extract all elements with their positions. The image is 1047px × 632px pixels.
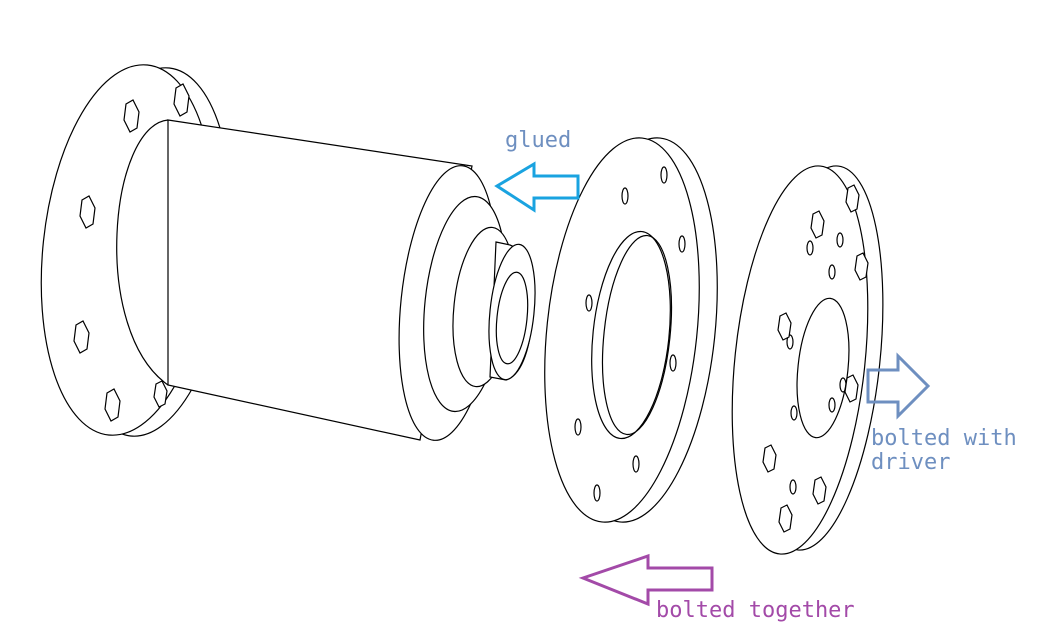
bolt-head xyxy=(778,504,793,533)
hole xyxy=(786,334,794,350)
housing-cylinder-back-edge xyxy=(116,119,169,386)
bolt-hole xyxy=(669,354,677,372)
bolt-head xyxy=(173,83,190,117)
bolt-head xyxy=(104,388,121,422)
bolt-hole xyxy=(574,418,582,436)
hole xyxy=(789,479,797,495)
driver-arrow-right xyxy=(866,352,931,420)
housing-bore xyxy=(495,271,529,365)
disc-bolt-heads xyxy=(762,184,869,533)
bolt-head xyxy=(762,444,777,473)
bolt-head xyxy=(777,312,792,341)
bolt-head xyxy=(153,380,168,408)
bolt-head xyxy=(854,252,869,281)
bolt-hole xyxy=(585,294,593,312)
bolt-hole xyxy=(632,455,640,473)
glued-arrow-left xyxy=(494,161,580,213)
bolt-head xyxy=(812,476,827,505)
housing-cylinder-body xyxy=(167,119,473,441)
ring-face xyxy=(544,137,700,523)
bolted-together-label: bolted together xyxy=(656,598,855,623)
bolt-hole xyxy=(621,187,629,205)
hole xyxy=(836,232,844,248)
bolt-head xyxy=(845,184,860,213)
housing-bolt-heads xyxy=(73,83,190,422)
ring-bolt-holes xyxy=(574,166,686,502)
hole xyxy=(828,264,836,280)
bolt-head xyxy=(79,195,96,229)
hole xyxy=(790,405,798,421)
hole xyxy=(806,240,814,256)
bolt-hole xyxy=(678,235,686,253)
bolt-head xyxy=(844,374,859,403)
hole xyxy=(828,397,836,413)
bolt-head xyxy=(123,99,140,133)
disc-bore xyxy=(796,297,850,439)
disc-holes xyxy=(786,232,847,495)
bolted-with-driver-label-line2: driver xyxy=(871,450,951,475)
bolt-hole xyxy=(660,166,668,184)
bolt-head xyxy=(73,320,90,354)
middle-flange-ring xyxy=(544,137,718,523)
bolt-head xyxy=(810,210,825,239)
glued-label: glued xyxy=(505,128,572,153)
housing-with-flange xyxy=(40,64,536,441)
ring-inner-bore-edge xyxy=(601,234,673,436)
ring-inner-bore xyxy=(591,230,671,440)
bolted-with-driver-label-line1: bolted with xyxy=(871,426,1017,451)
bolted-together-arrow-left xyxy=(578,553,714,607)
driver-flange-disc xyxy=(731,165,884,555)
bolt-hole xyxy=(593,484,601,502)
